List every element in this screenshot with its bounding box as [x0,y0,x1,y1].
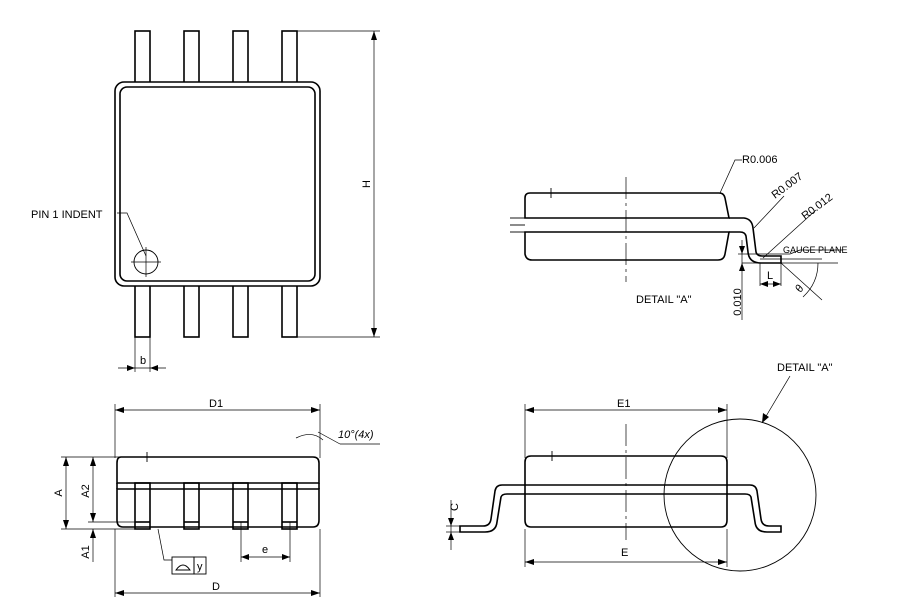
detail-a-view: GAUGE PLANE L θ 0.010 R0.006 R0.007 R0.0… [510,154,848,320]
front-view: D1 10°(4x) A A2 A1 [53,398,380,597]
end-view: E1 C E DETAIL "A" [446,362,833,572]
top-view: PIN 1 INDENT H b [31,30,380,372]
detail-a-title: DETAIL "A" [636,294,692,306]
dim-A-label: A [53,489,65,497]
side-body-lower [116,488,320,528]
dim-L-label: L [767,270,773,282]
lead-top [281,30,298,84]
dim-C-label: C [449,503,461,511]
side-lead [183,482,200,530]
end-lead-left [459,484,525,533]
dim-E-label: E [621,547,628,559]
lead-top [232,30,249,84]
gauge-plane-label: GAUGE PLANE [783,245,848,255]
lead-bottom [134,284,151,338]
lead-top [183,30,200,84]
dim-E1-label: E1 [617,398,630,410]
detail-lead [729,217,782,264]
dim-b-label: b [140,355,146,367]
dim-H-label: H [361,180,373,188]
dim-e-label: e [262,544,268,556]
side-lead [134,482,151,530]
flatness-icon [175,564,191,571]
dim-D-label: D [212,581,220,593]
dim-D1-label: D1 [209,398,223,410]
package-body-outer [114,81,321,287]
lead-bottom [281,284,298,338]
pin1-indent-label: PIN 1 INDENT [31,209,103,221]
radius-006-label: R0.006 [742,154,777,166]
radius-007-label: R0.007 [770,170,806,201]
dim-A1-label: A1 [80,545,92,558]
lead-top [134,30,151,84]
angle-theta-label: θ [793,283,806,294]
dim-A2-label: A2 [80,484,92,497]
side-lead [281,482,298,530]
package-body-inner [119,86,316,282]
angle-label: 10°(4x) [338,429,374,441]
detail-body-upper [524,192,730,219]
side-lead [232,482,249,530]
end-body-lower [524,493,728,528]
lead-bottom [232,284,249,338]
tolerance-y-label: y [197,561,203,573]
detail-a-circle [663,418,817,572]
detail-body-lower [524,231,730,261]
gauge-010-label: 0.010 [732,288,744,316]
end-lead-right [727,484,782,533]
lead-bottom [183,284,200,338]
detail-a-reference: DETAIL "A" [777,362,833,374]
radius-012-label: R0.012 [800,191,836,222]
flatness-frame [171,556,195,575]
